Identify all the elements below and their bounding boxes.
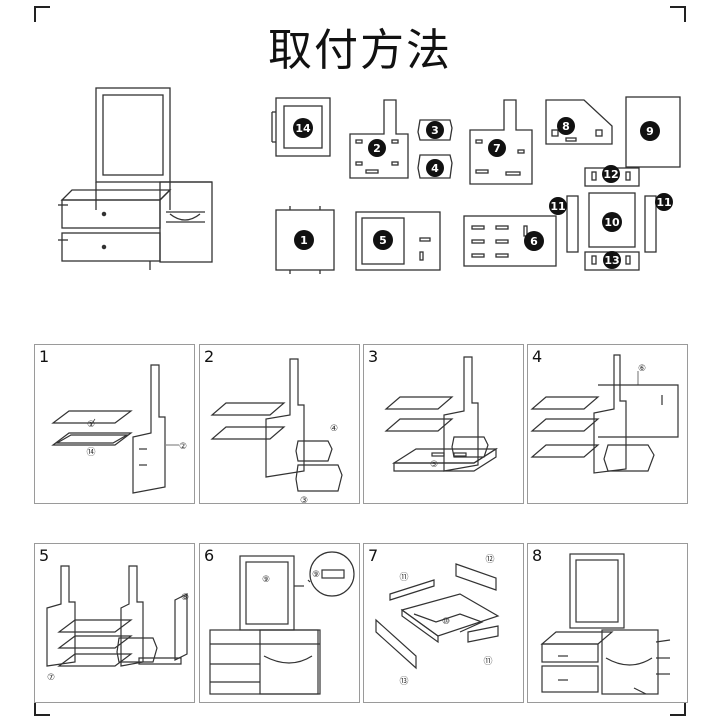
- svg-text:③: ③: [300, 496, 308, 505]
- part-11-left-shape: [566, 195, 579, 253]
- svg-text:⑧: ⑧: [181, 593, 189, 603]
- svg-text:1: 1: [300, 234, 308, 247]
- badge-part-9: 9: [640, 121, 660, 141]
- step-panel-8: 8: [527, 543, 688, 703]
- svg-text:11: 11: [550, 200, 565, 213]
- badge-part-12: 12: [602, 165, 620, 183]
- assembled-product-illustration: [58, 87, 213, 270]
- svg-text:12: 12: [603, 168, 618, 181]
- badge-part-13: 13: [603, 251, 621, 269]
- part-1-shape: [275, 206, 335, 274]
- step-number: 3: [368, 347, 379, 366]
- svg-text:⑥: ⑥: [638, 364, 646, 374]
- svg-text:5: 5: [379, 234, 387, 247]
- svg-text:2: 2: [373, 142, 381, 155]
- step-number: 1: [39, 347, 50, 366]
- svg-text:14: 14: [295, 122, 311, 135]
- part-6-shape: [463, 215, 557, 267]
- step-panel-1: 1 ① ⑭ ②: [34, 344, 195, 504]
- step-1-illustration: ① ⑭ ②: [51, 364, 187, 494]
- svg-text:⑩: ⑩: [442, 617, 450, 627]
- step-6-illustration: ⑨ ⑨: [209, 551, 355, 695]
- badge-part-11-right: 11: [655, 193, 673, 211]
- badge-part-4: 4: [426, 159, 444, 177]
- badge-part-8: 8: [557, 117, 575, 135]
- svg-text:⑭: ⑭: [86, 447, 95, 458]
- step-panel-2: 2 ④ ③: [199, 344, 360, 505]
- badge-part-1: 1: [294, 230, 314, 250]
- step-3-illustration: ⑤: [384, 356, 499, 472]
- step-5-illustration: ⑧ ⑦: [46, 565, 189, 683]
- frame-corner-top-right: [670, 6, 686, 22]
- badge-part-7: 7: [488, 139, 506, 157]
- svg-text:13: 13: [604, 254, 619, 267]
- svg-text:4: 4: [431, 162, 439, 175]
- part-2-shape: [349, 99, 409, 179]
- badge-part-3: 3: [426, 121, 444, 139]
- part-9-shape: [625, 96, 681, 168]
- badge-part-5: 5: [373, 230, 393, 250]
- part-5-shape: [355, 211, 441, 271]
- step-number: 5: [39, 546, 50, 565]
- step-4-illustration: ⑥: [530, 354, 679, 474]
- frame-corner-bottom-right: [670, 700, 686, 716]
- svg-text:⑬: ⑬: [399, 676, 408, 687]
- svg-text:3: 3: [431, 124, 439, 137]
- frame-corner-top-left: [34, 6, 50, 22]
- step-number: 7: [368, 546, 379, 565]
- part-10-shape: [588, 192, 636, 248]
- svg-text:⑦: ⑦: [47, 673, 55, 683]
- svg-text:⑨: ⑨: [312, 570, 320, 580]
- step-number: 2: [204, 347, 215, 366]
- step-panel-7: 7 ⑫ ⑪ ⑩ ⑬ ⑪: [363, 543, 524, 703]
- svg-text:②: ②: [179, 442, 187, 452]
- svg-text:9: 9: [646, 125, 654, 138]
- part-7-shape: [469, 99, 533, 185]
- svg-text:11: 11: [656, 196, 671, 209]
- badge-part-11-left: 11: [549, 197, 567, 215]
- step-8-illustration: [540, 553, 671, 695]
- svg-text:7: 7: [493, 142, 501, 155]
- svg-text:6: 6: [530, 235, 538, 248]
- part-4-shape: [417, 154, 453, 179]
- badge-part-6: 6: [524, 231, 544, 251]
- svg-text:⑪: ⑪: [399, 572, 408, 583]
- step-number: 4: [532, 347, 543, 366]
- badge-part-10: 10: [602, 212, 622, 232]
- part-11-right-shape: [644, 195, 657, 253]
- svg-text:⑪: ⑪: [483, 656, 492, 667]
- step-7-illustration: ⑫ ⑪ ⑩ ⑬ ⑪: [375, 554, 500, 687]
- parts-overview: 14 2 3 4 7 8 9 12 11 10 11 13 1 5 6: [58, 87, 681, 274]
- svg-text:10: 10: [604, 216, 620, 229]
- step-number: 6: [204, 546, 215, 565]
- step-panel-4: 4 ⑥: [527, 344, 688, 504]
- part-8-shape: [545, 99, 613, 145]
- step-number: 8: [532, 546, 543, 565]
- svg-text:⑫: ⑫: [485, 554, 494, 565]
- step-panel-3: 3 ⑤: [363, 344, 524, 504]
- step-panel-5: 5 ⑧ ⑦: [34, 543, 195, 703]
- step-2-illustration: ④ ③: [210, 358, 343, 505]
- badge-part-2: 2: [368, 139, 386, 157]
- page-title: 取付方法: [268, 25, 452, 76]
- svg-text:④: ④: [330, 424, 338, 434]
- part-3-shape: [417, 119, 453, 141]
- svg-text:8: 8: [562, 120, 570, 133]
- frame-corner-bottom-left: [34, 700, 50, 716]
- step-panel-6: 6 ⑨ ⑨: [199, 543, 360, 703]
- part-14-shape: [271, 97, 331, 157]
- svg-text:⑤: ⑤: [430, 460, 438, 470]
- svg-text:⑨: ⑨: [262, 575, 270, 585]
- svg-text:①: ①: [87, 420, 95, 430]
- badge-part-14: 14: [293, 118, 313, 138]
